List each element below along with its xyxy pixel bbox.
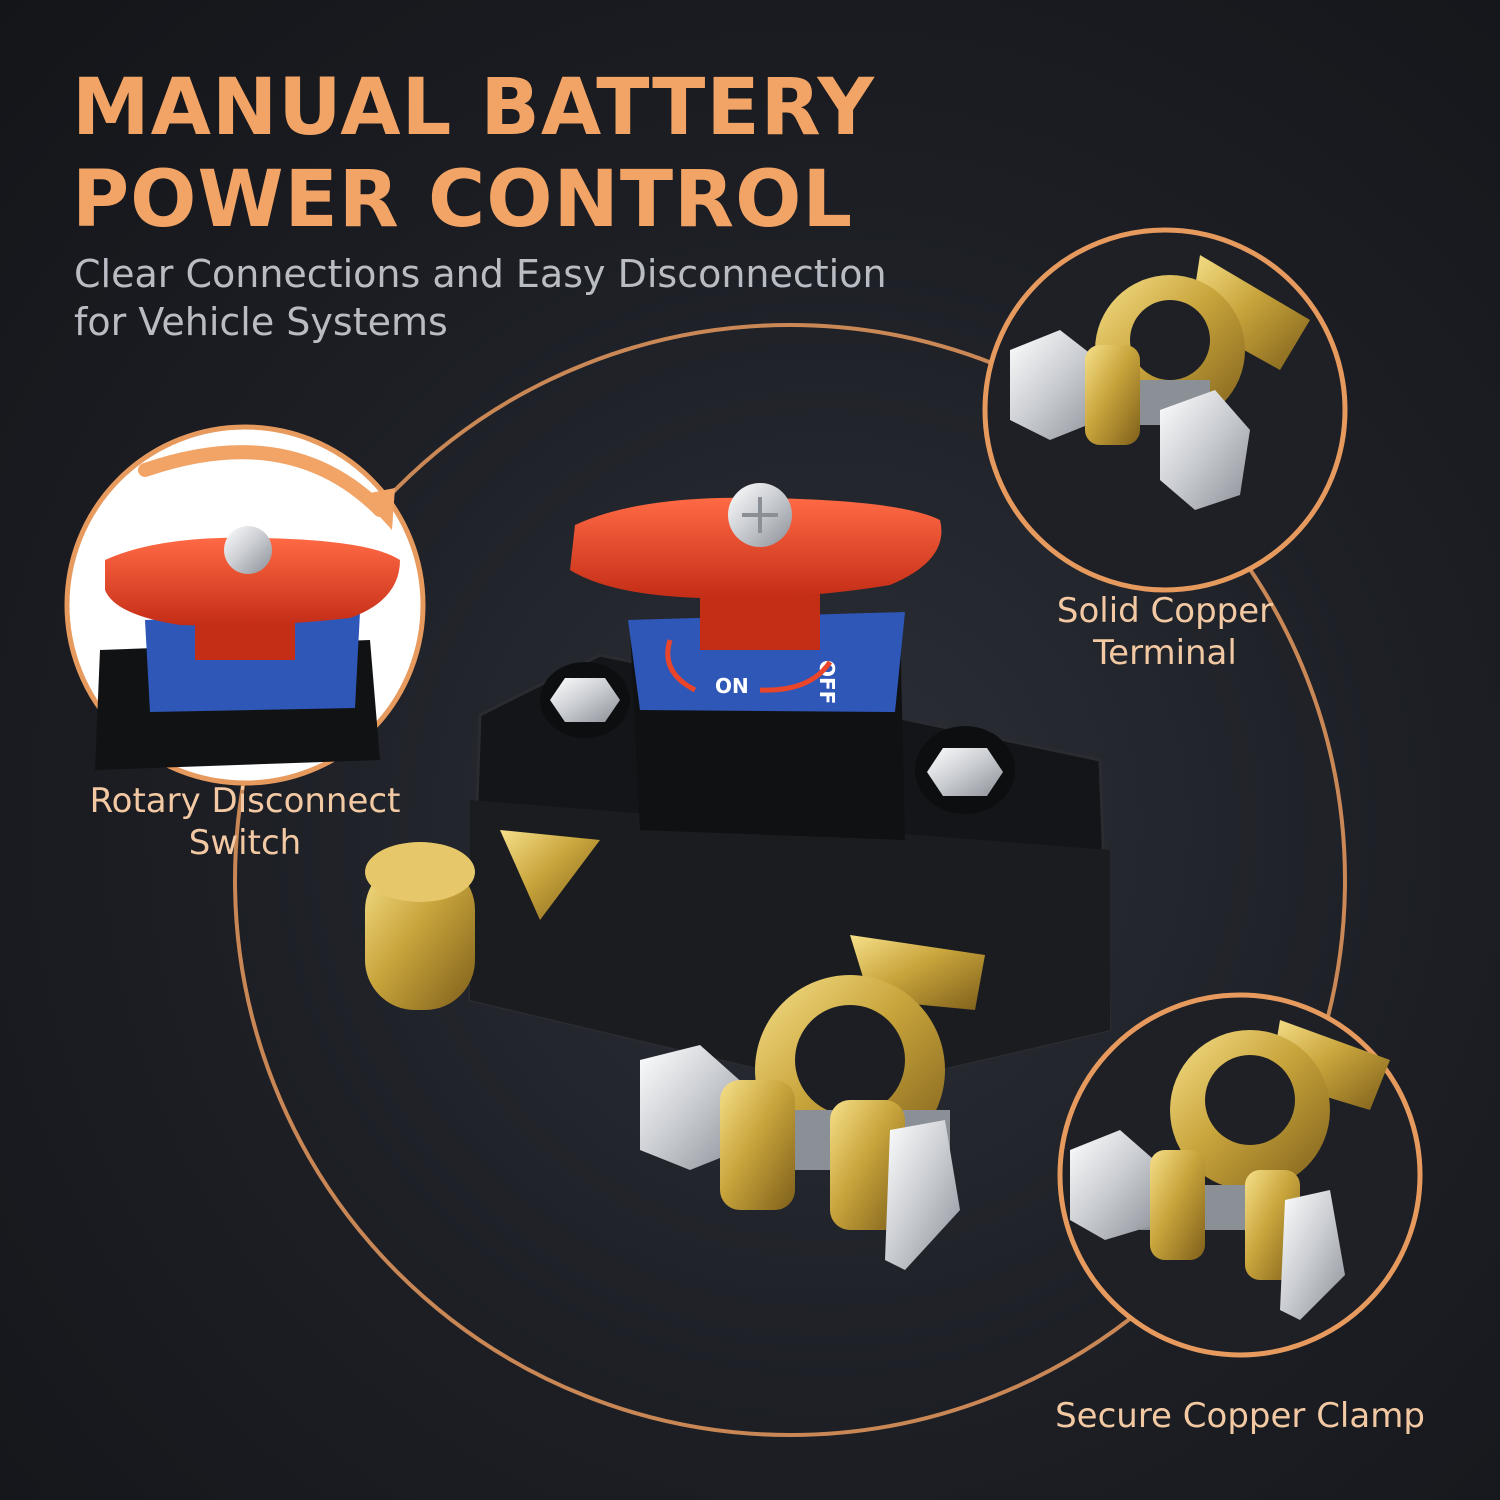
callout-terminal-line-2: Terminal xyxy=(1093,633,1237,673)
callout-rotary-line-2: Switch xyxy=(188,823,302,863)
brass-cap-top xyxy=(365,842,475,902)
terminal-detail-circle xyxy=(982,227,1348,593)
main-product: ON OFF xyxy=(365,483,1112,1270)
housing-base xyxy=(470,800,1110,1090)
terminal-hole xyxy=(1130,300,1210,380)
callout-solid-copper-terminal: Solid Copper Terminal xyxy=(1005,590,1325,674)
headline-line-2: POWER CONTROL xyxy=(72,155,854,245)
rotary-detail-screw-icon xyxy=(224,526,272,574)
subheadline-line-2: for Vehicle Systems xyxy=(74,300,448,344)
terminal-bolt-head-icon xyxy=(1160,390,1250,510)
rotary-detail-border xyxy=(64,424,426,786)
front-clamp-hole xyxy=(795,1005,905,1115)
plate-arrow-left xyxy=(665,639,697,693)
callout-terminal-line-1: Solid Copper xyxy=(1056,591,1274,631)
callout-secure-copper-clamp: Secure Copper Clamp xyxy=(1015,1395,1465,1437)
terminal-detail-border xyxy=(982,227,1348,593)
headline: MANUAL BATTERY POWER CONTROL xyxy=(72,62,875,246)
subheadline-line-1: Clear Connections and Easy Disconnection xyxy=(74,252,887,296)
front-clamp-bolt-head-icon xyxy=(885,1120,960,1270)
decorative-ring xyxy=(233,323,1347,1437)
callout-rotary-switch: Rotary Disconnect Switch xyxy=(60,780,430,864)
rotate-arrow-icon xyxy=(138,445,387,517)
clamp-detail-circle xyxy=(1057,992,1423,1358)
callout-rotary-line-1: Rotary Disconnect xyxy=(89,781,401,821)
rotary-detail-circle xyxy=(64,424,426,786)
clamp-detail-nut-icon xyxy=(1070,1130,1160,1240)
front-clamp-jaw-right xyxy=(830,1100,905,1230)
switch-plate xyxy=(628,612,905,712)
terminal-tab xyxy=(1190,255,1310,370)
right-bolt-icon xyxy=(927,748,1003,796)
clamp-detail-hole xyxy=(1205,1055,1295,1145)
headline-line-1: MANUAL BATTERY xyxy=(72,63,875,153)
clamp-detail-border xyxy=(1057,992,1423,1358)
terminal-jaw-left xyxy=(1085,345,1140,445)
callout-clamp-line-1: Secure Copper Clamp xyxy=(1055,1396,1425,1436)
clamp-detail-bolt-head-icon xyxy=(1280,1190,1345,1320)
plate-on-label: ON xyxy=(715,674,749,698)
clamp-detail-jaw-left xyxy=(1150,1150,1205,1260)
rotary-detail-knob xyxy=(105,537,400,626)
front-clamp-jaw-left xyxy=(720,1080,795,1210)
subheadline: Clear Connections and Easy Disconnection… xyxy=(74,250,887,346)
rotate-arrowhead-icon xyxy=(360,488,395,530)
terminal-nut-icon xyxy=(1010,330,1105,440)
left-bolt-icon xyxy=(550,678,620,722)
plate-arrow-right xyxy=(759,660,833,693)
front-clamp-nut-icon xyxy=(640,1045,745,1170)
red-knob xyxy=(570,497,942,599)
cap-tab xyxy=(500,830,600,920)
knob-screw-slot xyxy=(742,497,778,533)
